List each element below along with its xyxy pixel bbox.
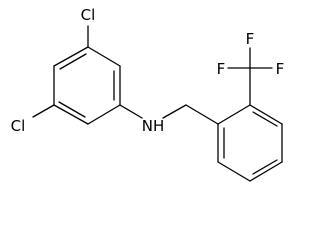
molecule-diagram: Cl Cl NH F F F bbox=[11, 6, 285, 182]
structure-drawing: Cl Cl NH F F F bbox=[11, 6, 285, 182]
chlorine-left-label: Cl bbox=[11, 117, 26, 135]
ring1-bond bbox=[53, 46, 89, 67]
fluorine-right-label: F bbox=[276, 60, 285, 78]
ring1-bond bbox=[87, 46, 121, 67]
ring1-double-bond bbox=[58, 101, 86, 118]
ring2-double-bond bbox=[252, 111, 278, 127]
chlorine-top-label: Cl bbox=[81, 6, 96, 24]
ring1-bond bbox=[53, 104, 89, 125]
fluorine-top-label: F bbox=[246, 30, 255, 48]
trifluoromethylphenyl-ring bbox=[217, 104, 283, 182]
ring-to-nitrogen-bond bbox=[119, 104, 143, 119]
ring1-bond bbox=[87, 104, 121, 125]
ch2-to-ring-bond bbox=[185, 104, 219, 125]
ring2-double-bond bbox=[252, 159, 278, 175]
ring2-bond bbox=[249, 161, 283, 182]
ring2-bond bbox=[217, 161, 251, 182]
ring2-bond bbox=[249, 104, 283, 125]
ring2-bond bbox=[217, 104, 251, 125]
cl-left-bond bbox=[32, 104, 55, 118]
fluorine-left-label: F bbox=[217, 60, 226, 78]
ring1-double-bond bbox=[59, 53, 87, 70]
nitrogen-to-ch2-bond bbox=[162, 104, 187, 119]
nitrogen-label: NH bbox=[142, 117, 165, 135]
dichlorophenyl-ring bbox=[53, 46, 121, 125]
